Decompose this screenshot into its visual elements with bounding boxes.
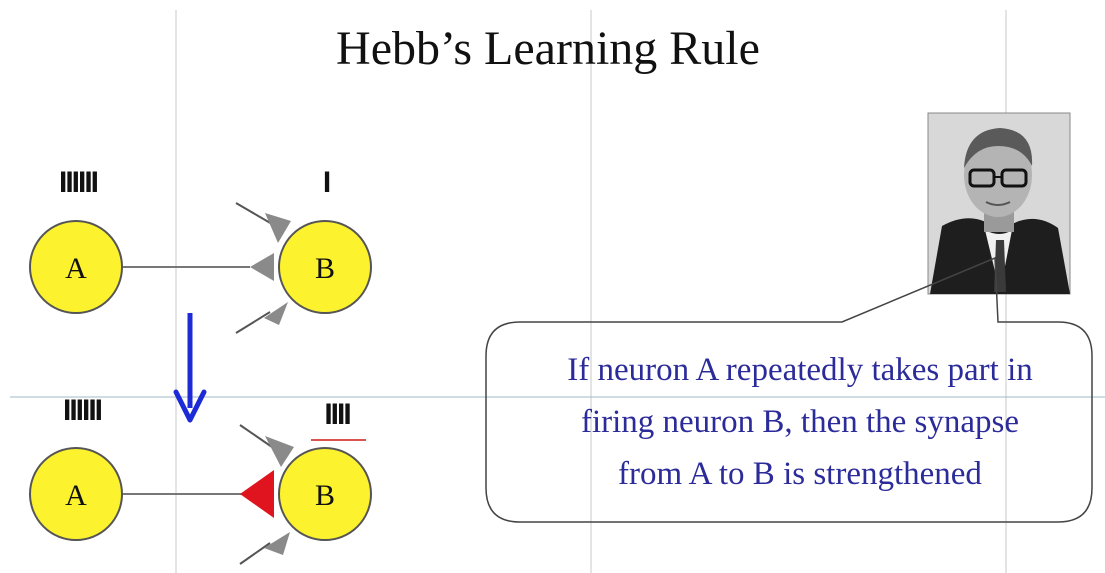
top-diagram: IIIIII I A B (29, 166, 372, 334)
synapse-a-to-b (250, 253, 274, 281)
synapse-upper (265, 213, 291, 243)
callout-line-2: firing neuron B, then the synapse (581, 404, 1019, 440)
neuron-b-label: B (315, 252, 335, 285)
spike-train-a: IIIIII (63, 394, 102, 427)
portrait-photo (927, 112, 1071, 295)
spike-train-b: I (323, 166, 330, 199)
spike-train-a: IIIIII (59, 166, 98, 199)
synapse-lower (264, 302, 288, 325)
input-axon-upper (235, 202, 273, 225)
quote-callout: If neuron A repeatedly takes part in fir… (485, 256, 1093, 523)
strengthened-synapse (240, 470, 274, 518)
down-arrow-icon (173, 313, 207, 423)
callout-line-1: If neuron A repeatedly takes part in (567, 352, 1033, 388)
neuron-b (278, 220, 372, 314)
neuron-a (29, 220, 123, 314)
synapse-upper (265, 436, 294, 467)
synapse-lower (264, 532, 290, 555)
spike-train-b: IIII (324, 398, 350, 431)
input-axon-upper (239, 424, 273, 448)
input-axon-lower (235, 311, 271, 334)
slide-title: Hebb’s Learning Rule (336, 22, 760, 75)
neuron-a-label: A (65, 479, 87, 512)
neuron-b-label: B (315, 479, 335, 512)
bottom-diagram: IIIIII IIII A B (29, 394, 372, 565)
neuron-a (29, 447, 123, 541)
callout-line-3: from A to B is strengthened (618, 456, 982, 492)
neuron-a-label: A (65, 252, 87, 285)
callout-bubble (485, 256, 1093, 523)
input-axon-lower (239, 542, 271, 565)
neuron-b (278, 447, 372, 541)
